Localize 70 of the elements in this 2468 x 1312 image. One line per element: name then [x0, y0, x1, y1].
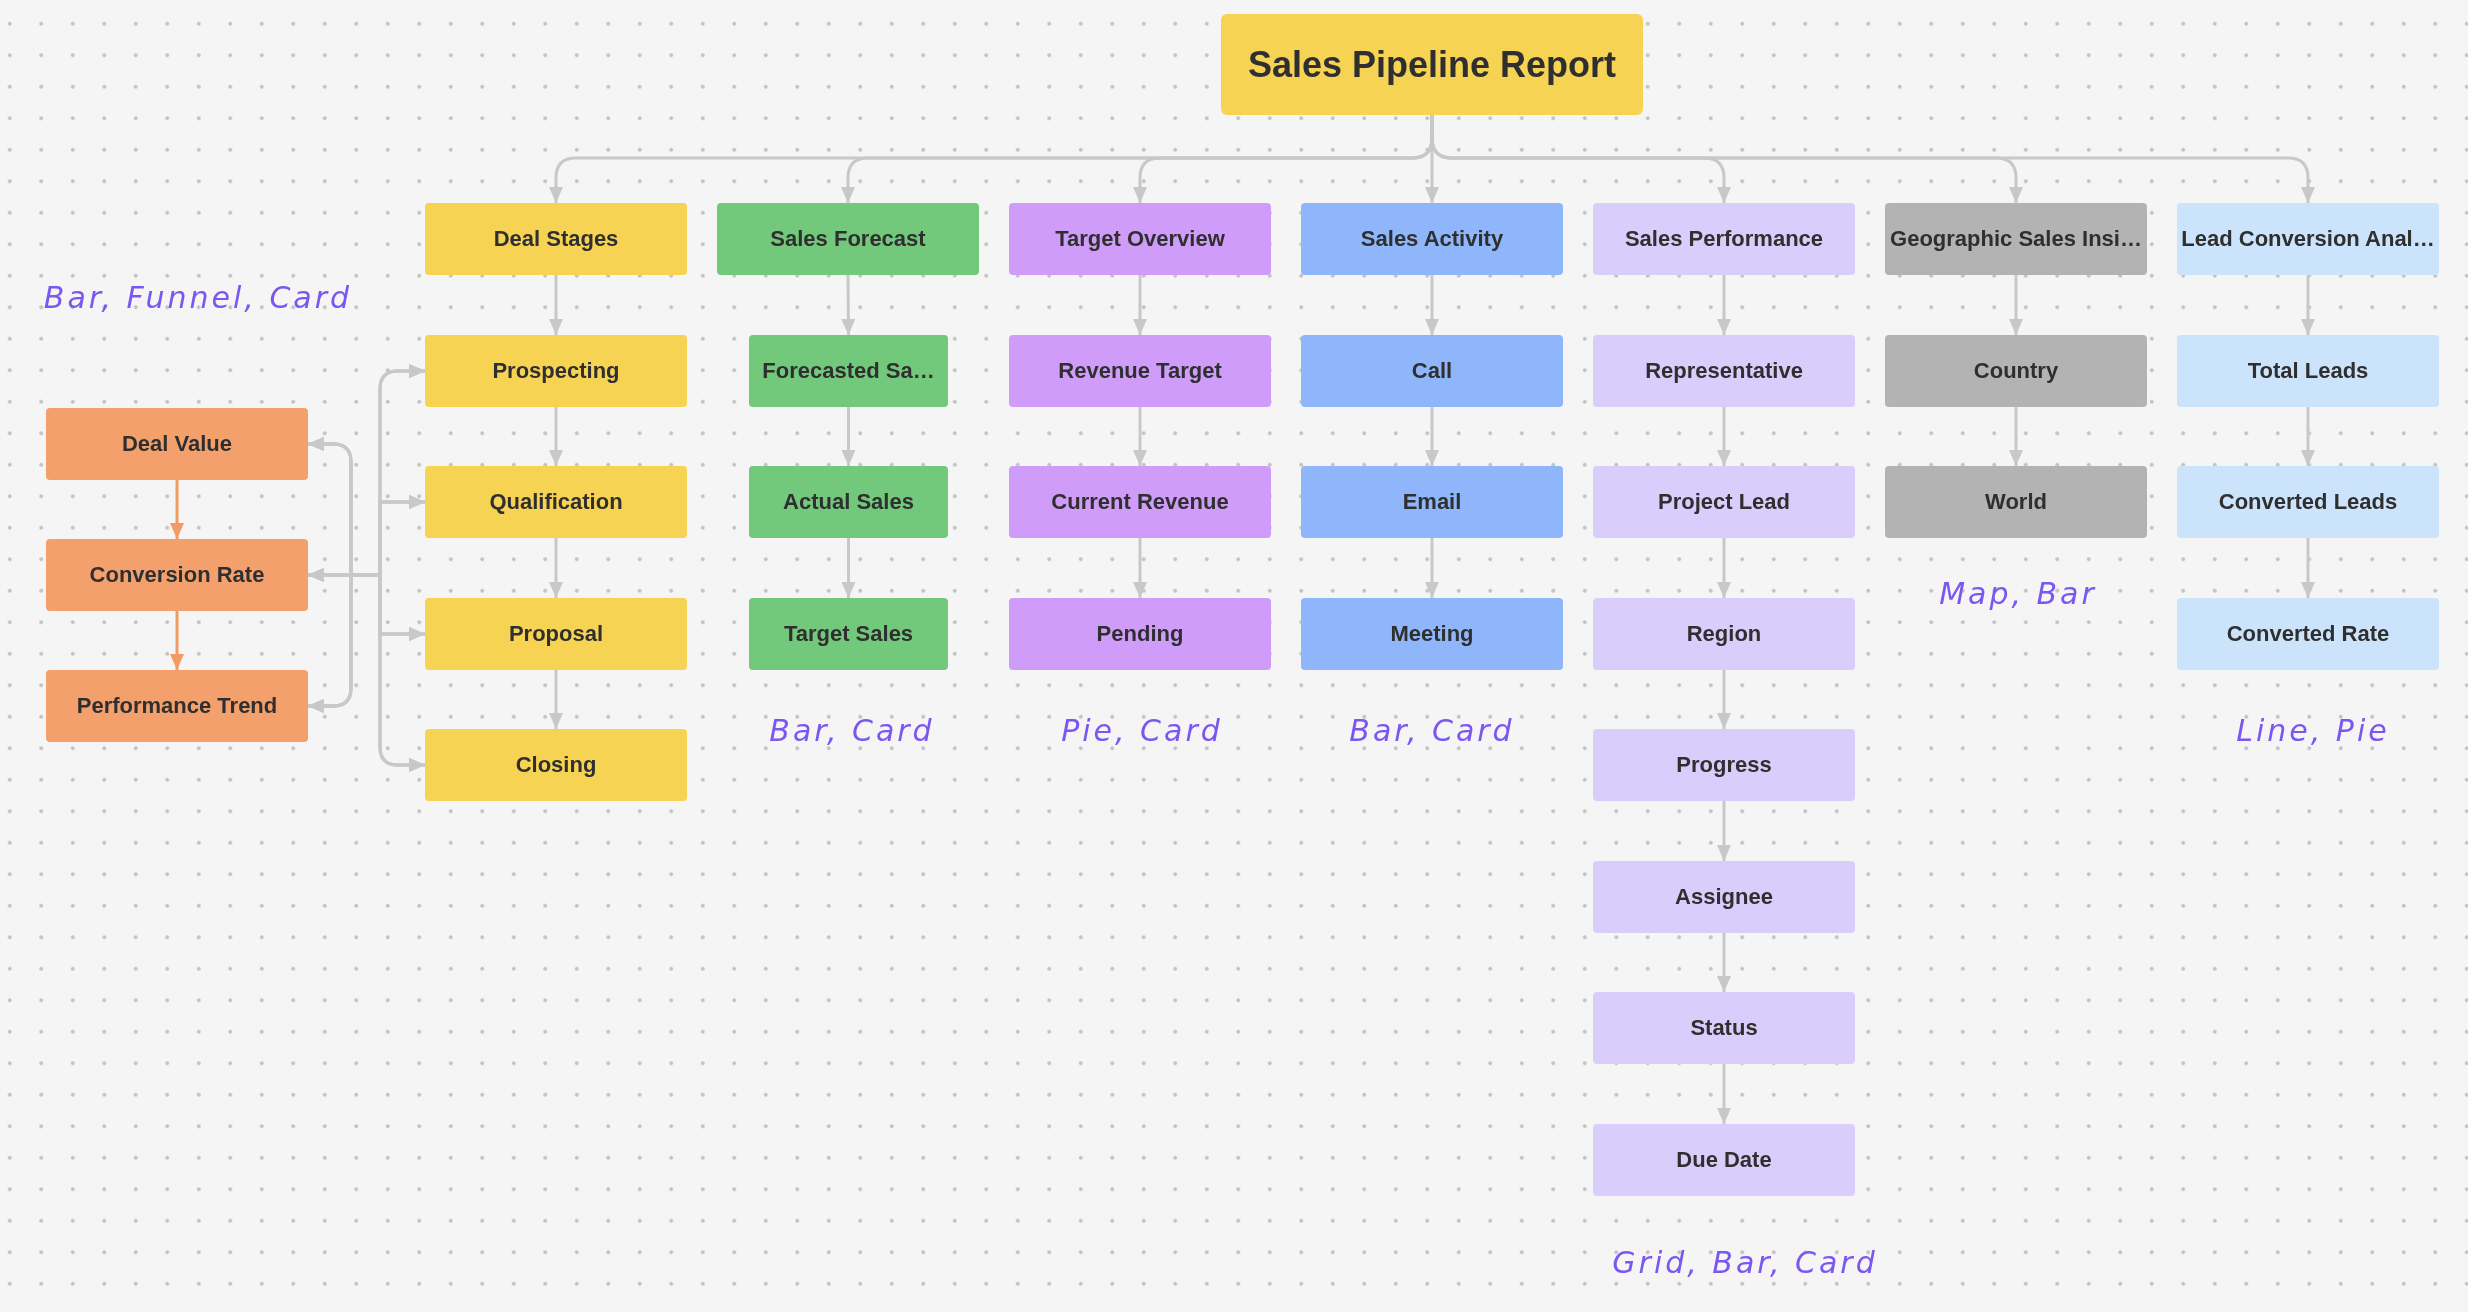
category-box: Region	[1593, 598, 1855, 670]
arrow	[1425, 407, 1439, 466]
category-box: Project Lead	[1593, 466, 1855, 538]
category-box: Due Date	[1593, 1124, 1855, 1196]
chart-type-note: Bar, Card	[769, 712, 935, 750]
category-box: Prospecting	[425, 335, 687, 407]
arrow	[2009, 407, 2023, 466]
category-box: Lead Conversion Anal…	[2177, 203, 2439, 275]
arrow	[1717, 538, 1731, 598]
arrow	[1133, 407, 1147, 466]
category-box: Deal Stages	[425, 203, 687, 275]
category-box: Country	[1885, 335, 2147, 407]
category-box: Sales Activity	[1301, 203, 1563, 275]
chart-type-note: Pie, Card	[1061, 712, 1223, 750]
category-box: Assignee	[1593, 861, 1855, 933]
arrow	[1425, 538, 1439, 598]
arrow	[841, 538, 856, 598]
arrow	[549, 407, 563, 466]
arrow	[1717, 407, 1731, 466]
arrow	[1717, 275, 1731, 335]
arrow	[170, 480, 184, 539]
arrow	[1717, 801, 1731, 861]
category-box: Geographic Sales Insi…	[1885, 203, 2147, 275]
arrow	[1717, 933, 1731, 992]
arrow	[841, 407, 856, 466]
arrow	[2009, 275, 2023, 335]
category-box: Current Revenue	[1009, 466, 1271, 538]
arrow	[1717, 670, 1731, 729]
category-box: Meeting	[1301, 598, 1563, 670]
category-box: Proposal	[425, 598, 687, 670]
category-box: Target Overview	[1009, 203, 1271, 275]
category-box: Revenue Target	[1009, 335, 1271, 407]
arrow	[549, 538, 563, 598]
arrow	[2301, 407, 2315, 466]
arrow	[1425, 275, 1439, 335]
category-box: Converted Rate	[2177, 598, 2439, 670]
category-box: Actual Sales	[749, 466, 948, 538]
category-box: Closing	[425, 729, 687, 801]
category-box: Email	[1301, 466, 1563, 538]
arrow	[170, 611, 184, 670]
chart-type-note: Line, Pie	[2236, 712, 2390, 750]
arrow	[2301, 538, 2315, 598]
category-box: Target Sales	[749, 598, 948, 670]
category-box: Conversion Rate	[46, 539, 308, 611]
chart-type-note: Grid, Bar, Card	[1612, 1244, 1878, 1282]
arrow	[549, 275, 563, 335]
category-box: Representative	[1593, 335, 1855, 407]
category-box: Call	[1301, 335, 1563, 407]
category-box: Converted Leads	[2177, 466, 2439, 538]
category-box: Total Leads	[2177, 335, 2439, 407]
category-box: Progress	[1593, 729, 1855, 801]
arrow	[2301, 275, 2315, 335]
category-box: Status	[1593, 992, 1855, 1064]
chart-type-note: Bar, Funnel, Card	[43, 279, 353, 317]
category-box: World	[1885, 466, 2147, 538]
arrow	[841, 275, 856, 335]
category-box: Forecasted Sa…	[749, 335, 948, 407]
category-box: Qualification	[425, 466, 687, 538]
category-box: Sales Forecast	[717, 203, 979, 275]
arrow	[1717, 1064, 1731, 1124]
category-box: Performance Trend	[46, 670, 308, 742]
arrow	[549, 670, 563, 729]
category-box: Pending	[1009, 598, 1271, 670]
arrow	[1133, 275, 1147, 335]
category-box: Sales Performance	[1593, 203, 1855, 275]
arrow	[1133, 538, 1147, 598]
category-box: Deal Value	[46, 408, 308, 480]
report-title-box: Sales Pipeline Report	[1221, 14, 1643, 115]
chart-type-note: Bar, Card	[1349, 712, 1515, 750]
chart-type-note: Map, Bar	[1939, 575, 2097, 613]
